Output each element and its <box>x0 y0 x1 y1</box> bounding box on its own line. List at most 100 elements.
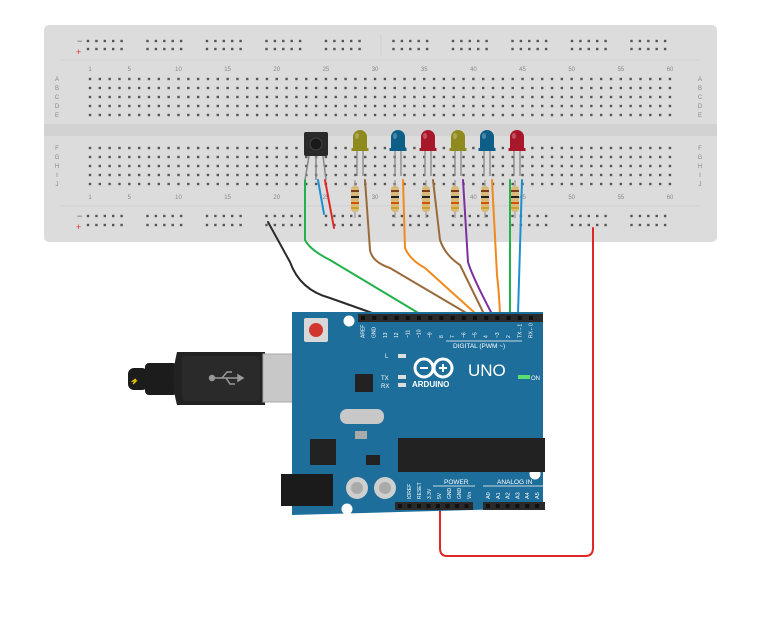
rail-hole <box>544 223 548 227</box>
rail-hole <box>298 214 302 218</box>
breadboard-hole <box>196 104 200 108</box>
rail-hole <box>154 47 158 51</box>
bottom-rail-plus-label: + <box>76 222 81 232</box>
breadboard-hole <box>432 155 436 159</box>
breadboard-hole <box>550 155 554 159</box>
breadboard-hole <box>383 113 387 117</box>
breadboard-hole <box>560 155 564 159</box>
breadboard-hole <box>590 155 593 159</box>
breadboard-hole <box>108 95 111 99</box>
usb-cable <box>128 352 310 405</box>
digital-pin-label: ~5 <box>473 332 479 338</box>
mount-hole <box>341 503 353 515</box>
breadboard-hole <box>364 164 367 168</box>
breadboard-hole <box>285 77 288 81</box>
breadboard-hole <box>108 86 111 90</box>
breadboard-hole <box>206 86 210 90</box>
breadboard-hole <box>668 155 672 159</box>
rail-hole <box>324 39 328 43</box>
rail-hole <box>544 47 548 51</box>
wire-brown-1 <box>364 179 469 315</box>
rail-hole <box>528 223 531 227</box>
header-pin <box>450 316 455 320</box>
breadboard-hole <box>147 104 151 108</box>
breadboard-hole <box>324 113 328 117</box>
breadboard-hole <box>187 86 190 90</box>
breadboard-hole <box>108 164 111 168</box>
breadboard-hole <box>128 86 131 90</box>
rail-hole <box>468 47 471 51</box>
breadboard-hole <box>88 77 92 81</box>
breadboard-hole <box>246 173 249 177</box>
rail-hole <box>86 214 90 218</box>
breadboard-hole <box>157 86 161 90</box>
breadboard-hole <box>137 173 141 177</box>
breadboard-hole <box>609 155 613 159</box>
rail-hole <box>604 214 607 218</box>
header-pin <box>394 316 399 320</box>
breadboard-hole <box>590 95 593 99</box>
reset-button[interactable] <box>309 323 323 337</box>
breadboard-hole <box>560 86 564 90</box>
header-pin <box>417 504 421 508</box>
row-letter: F <box>698 146 702 152</box>
breadboard-hole <box>668 104 672 108</box>
breadboard-hole <box>354 113 357 117</box>
breadboard-hole <box>128 164 131 168</box>
row-letter: E <box>55 113 59 119</box>
breadboard-hole <box>521 104 524 108</box>
ir-receiver <box>304 132 328 181</box>
rail-hole <box>511 39 514 43</box>
breadboard: − + − + 11551010151520202525303035354040… <box>44 25 717 242</box>
breadboard-hole <box>88 104 92 108</box>
rail-hole <box>604 47 607 51</box>
breadboard-hole <box>324 86 328 90</box>
breadboard-hole <box>570 113 573 117</box>
digital-pin-label: ~11 <box>405 330 411 338</box>
breadboard-hole <box>540 164 544 168</box>
breadboard-hole <box>206 95 210 99</box>
breadboard-hole <box>177 104 180 108</box>
breadboard-hole <box>216 86 219 90</box>
rail-hole <box>468 223 471 227</box>
row-letter: A <box>55 77 59 83</box>
digital-pin-label: 4 <box>484 335 490 338</box>
rail-hole <box>630 223 633 227</box>
column-number: 50 <box>568 67 575 73</box>
breadboard-hole <box>187 95 190 99</box>
rx-label: RX <box>381 384 389 390</box>
rail-hole <box>341 39 344 43</box>
breadboard-hole <box>413 155 416 159</box>
column-number: 55 <box>617 195 624 201</box>
breadboard-hole <box>206 77 210 81</box>
breadboard-hole <box>501 104 505 108</box>
wires <box>267 179 594 557</box>
column-number: 30 <box>372 195 379 201</box>
breadboard-hole <box>295 146 298 150</box>
breadboard-hole <box>285 104 288 108</box>
breadboard-hole <box>344 146 347 150</box>
led-red <box>419 130 437 176</box>
rail-hole <box>400 47 404 51</box>
breadboard-hole <box>118 155 121 159</box>
breadboard-hole <box>658 173 662 177</box>
rail-hole <box>358 39 361 43</box>
rail-hole <box>511 214 514 218</box>
breadboard-hole <box>373 155 377 159</box>
breadboard-hole <box>462 104 465 108</box>
breadboard-hole <box>314 86 318 90</box>
breadboard-hole <box>609 182 613 186</box>
breadboard-hole <box>206 164 210 168</box>
digital-pin-label: ~3 <box>495 332 501 338</box>
breadboard-hole <box>187 146 190 150</box>
breadboard-hole <box>275 146 278 150</box>
rail-hole <box>587 47 590 51</box>
breadboard-hole <box>668 77 672 81</box>
rail-hole <box>179 47 183 51</box>
tx-label: TX <box>381 376 389 382</box>
rail-hole <box>655 39 658 43</box>
power-label: POWER <box>444 479 469 486</box>
breadboard-hole <box>550 104 554 108</box>
breadboard-hole <box>118 77 121 81</box>
breadboard-hole <box>108 182 111 186</box>
